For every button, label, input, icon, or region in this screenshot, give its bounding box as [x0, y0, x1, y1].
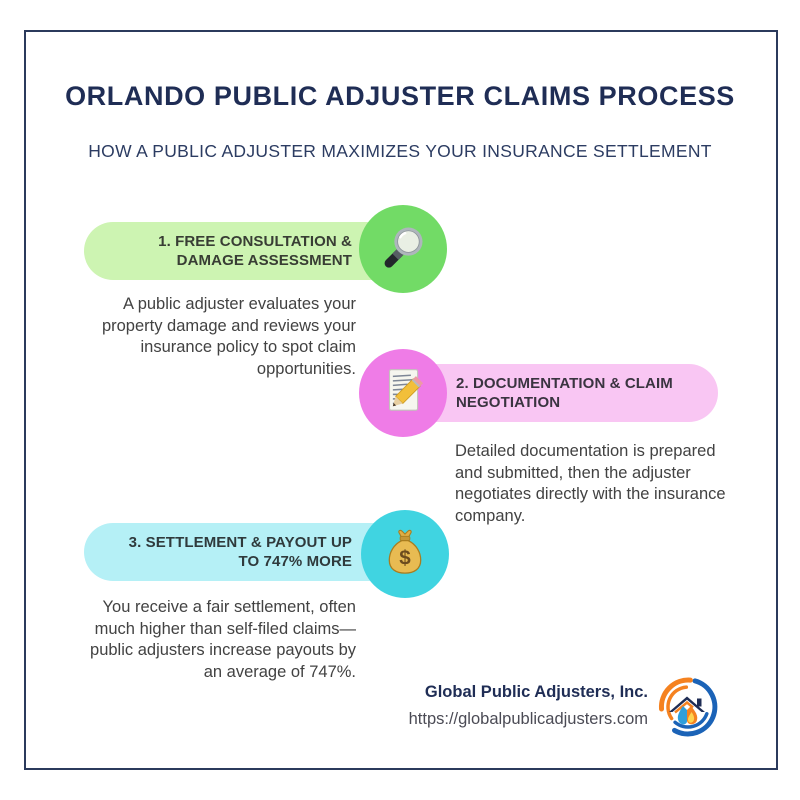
footer-company-name: Global Public Adjusters, Inc.: [424, 683, 648, 701]
page-subtitle: HOW A PUBLIC ADJUSTER MAXIMIZES YOUR INS…: [88, 141, 712, 161]
step-2-pill: 2. DOCUMENTATION & CLAIM NEGOTIATION: [404, 364, 718, 422]
page-title: ORLANDO PUBLIC ADJUSTER CLAIMS PROCESS: [65, 81, 735, 111]
step-1-description: A public adjuster evaluates your propert…: [101, 295, 356, 378]
step-1-label: 1. FREE CONSULTATION & DAMAGE ASSESSMENT: [158, 233, 352, 269]
money-bag-icon: $: [379, 526, 431, 583]
step-1-icon-circle: [359, 205, 447, 293]
step-3-description: You receive a fair settlement, often muc…: [90, 598, 356, 681]
home-water-fire-logo: [656, 675, 720, 739]
step-2-icon-circle: [359, 349, 447, 437]
step-2-description: Detailed documentation is prepared and s…: [455, 442, 726, 525]
magnifying-glass-icon: [377, 221, 429, 278]
svg-text:$: $: [399, 546, 411, 569]
memo-pencil-icon: [376, 364, 430, 423]
footer-website-link[interactable]: https://globalpublicadjusters.com: [408, 710, 648, 728]
step-2-label: 2. DOCUMENTATION & CLAIM NEGOTIATION: [456, 375, 673, 411]
step-3-label: 3. SETTLEMENT & PAYOUT UP TO 747% MORE: [128, 534, 352, 570]
step-3-icon-circle: $: [361, 510, 449, 598]
footer: Global Public Adjusters, Inc. https://gl…: [409, 682, 648, 729]
